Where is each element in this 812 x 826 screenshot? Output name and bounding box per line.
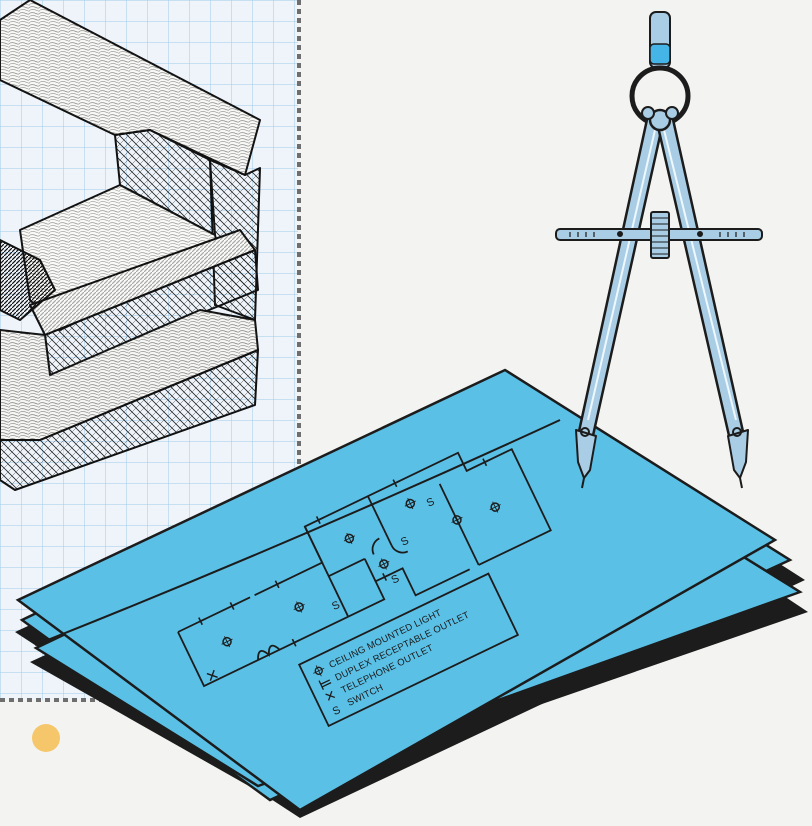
drafting-compass bbox=[555, 11, 763, 489]
switch-label: S bbox=[390, 573, 402, 587]
legend-switch-symbol: S bbox=[331, 704, 343, 718]
switch-label: S bbox=[330, 599, 342, 613]
accent-dot bbox=[32, 724, 60, 752]
wood-joint-illustration bbox=[0, 0, 261, 491]
switch-label: S bbox=[425, 496, 437, 510]
switch-label: S bbox=[399, 535, 411, 549]
blueprint-floor-plan: S S S S CEILING MOUNTED LIGHT DUPLEX REC… bbox=[15, 368, 808, 818]
